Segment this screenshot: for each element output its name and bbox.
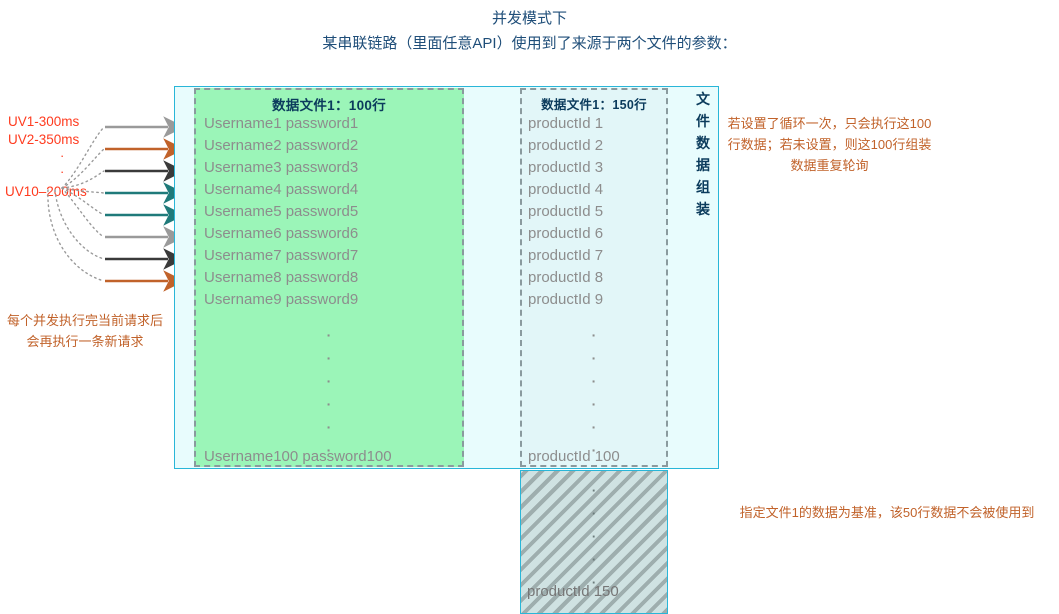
file2-row: productId 9 [528,291,604,308]
assembly-label-char: 件 [696,113,710,129]
file2-ellipsis-dot: · [591,327,597,343]
uv-ellipsis-dot-1: · [60,148,65,163]
file2-ellipsis-dot: · [591,396,597,412]
file1-ellipsis-dot: · [326,419,332,435]
data-file2-panel: 数据文件1：150行 productId 1 productId 2 produ… [520,88,668,467]
data-file1-panel: 数据文件1：100行 Username1 password1 Username2… [194,88,464,467]
unused-ellipsis-dot: · [591,506,597,521]
uv-label-first: UV1-300ms [8,114,80,129]
file2-row: productId 8 [528,269,604,286]
data-file2-header: 数据文件1：150行 [541,98,647,112]
file1-ellipsis: · · · · · · [196,324,462,462]
assembly-label-char: 装 [696,201,710,217]
concurrency-note: 每个并发执行完当前请求后会再执行一条新请求 [6,313,163,349]
file2-row: productId 2 [528,137,604,154]
unused-last-row: productId 150 [527,583,619,600]
title-line-2: 某串联链路（里面任意API）使用到了来源于两个文件的参数： [322,35,737,52]
unused-ellipsis-dot: · [591,575,597,590]
file1-row: Username1 password1 [204,115,359,132]
data-file1-header: 数据文件1：100行 [271,98,387,113]
file2-last-row: productId 100 [528,448,620,465]
file1-row: Username8 password8 [204,269,359,286]
connector-curves [47,126,105,282]
file2-row: productId 7 [528,247,604,264]
file2-row: productId 3 [528,159,604,176]
file1-row: Username9 password9 [204,291,359,308]
file1-row: Username6 password6 [204,225,359,242]
file2-row: productId 1 [528,115,604,132]
file2-ellipsis-dot: · [591,350,597,366]
file2-ellipsis-dot: · [591,373,597,389]
assembly-label-char: 文 [696,91,710,107]
uv-label-last: UV10–200ms [5,184,87,199]
file2-row: productId 5 [528,203,604,220]
unused-ellipsis-dot: · [591,483,597,498]
file1-row: Username5 password5 [204,203,359,220]
file1-row: Username7 password7 [204,247,359,264]
unused-ellipsis-dot: · [591,552,597,567]
file1-row: Username3 password3 [204,159,359,176]
file1-last-row: Username100 password100 [204,448,392,465]
file1-ellipsis-dot: · [326,373,332,389]
file1-ellipsis-dot: · [326,350,332,366]
assembly-vertical-label: 文 件 数 据 组 装 [690,88,716,220]
unused-ellipsis: · · · · · [521,479,667,594]
uv-label-second: UV2-350ms [8,132,80,147]
file1-row: Username4 password4 [204,181,359,198]
title-line-1: 并发模式下 [491,10,567,27]
request-arrows [105,116,185,292]
assembly-label-char: 据 [696,157,710,173]
uv-ellipsis: · · [60,148,64,180]
loop-setting-note: 若设置了循环一次，只会执行这100行数据；若未设置，则这100行组装数据重复轮询 [727,116,932,173]
diagram-title: 并发模式下 某串联链路（里面任意API）使用到了来源于两个文件的参数： [0,6,1059,56]
unused-rows-note: 指定文件1的数据为基准，该50行数据不会被使用到 [739,505,1035,520]
assembly-label-char: 数 [696,135,710,151]
assembly-label-char: 组 [696,179,710,195]
file1-row: Username2 password2 [204,137,359,154]
unused-ellipsis-dot: · [591,529,597,544]
file1-ellipsis-dot: · [326,396,332,412]
file2-ellipsis-dot: · [591,419,597,435]
unused-rows-block: · · · · · productId 150 [520,470,668,614]
file2-ellipsis: · · · · · · [522,324,666,462]
uv-ellipsis-dot-2: · [60,164,65,179]
file1-ellipsis-dot: · [326,327,332,343]
file2-row: productId 4 [528,181,604,198]
file2-ellipsis-dot: · [591,442,597,458]
file1-ellipsis-dot: · [326,442,332,458]
concurrency-arrows [47,116,185,292]
file2-row: productId 6 [528,225,604,242]
